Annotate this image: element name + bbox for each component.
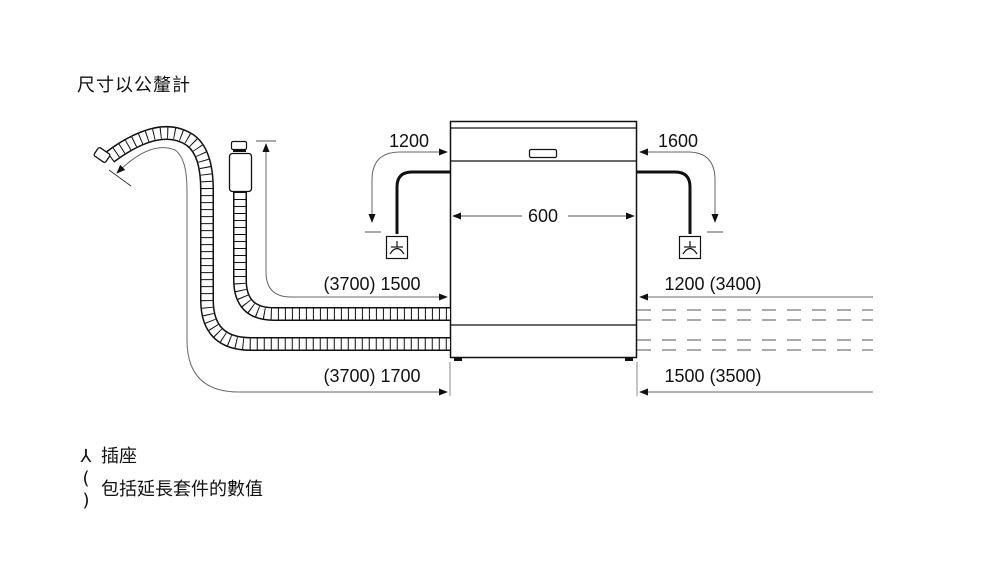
right-lower-hose-label: 1500 (3500) (664, 366, 761, 386)
left-socket-icon (385, 235, 409, 260)
dishwasher-body (449, 120, 638, 361)
left-lower-hose-label: (3700) 1700 (323, 366, 420, 386)
legend-socket-label: 插座 (101, 446, 137, 467)
parentheses-symbol: ( ) (82, 468, 90, 511)
legend-socket: ⅄ 插座 (77, 446, 263, 468)
right-dashed-hoses (637, 309, 873, 351)
left-power-cord: 1200 (365, 131, 450, 234)
control-display (528, 148, 558, 159)
right-cord-label: 1600 (658, 131, 698, 151)
right-power-cord: 1600 (637, 131, 723, 234)
socket-icon: ⅄ (80, 446, 92, 467)
width-dimension: 600 (452, 206, 635, 226)
legend-extension: ( ) 包括延長套件的數值 (77, 468, 263, 512)
tap-connector-icon (228, 140, 253, 193)
right-socket-icon (678, 235, 702, 260)
inlet-hose-dimension: (3700) 1500 (256, 140, 448, 301)
left-cord-label: 1200 (389, 131, 429, 151)
right-hose-dimensions: 1200 (3400) 1500 (3500) (639, 274, 873, 396)
width-label: 600 (528, 206, 558, 226)
legend: ⅄ 插座 ( ) 包括延長套件的數值 (77, 446, 264, 512)
right-upper-hose-label: 1200 (3400) (664, 274, 761, 294)
legend-extension-label: 包括延長套件的數值 (101, 479, 263, 500)
drain-hose-dimension: (3700) 1700 (116, 147, 448, 396)
foot-left (454, 357, 462, 361)
page-title: 尺寸以公釐計 (77, 75, 191, 96)
foot-right (625, 357, 633, 361)
left-upper-hose-label: (3700) 1500 (323, 274, 420, 294)
inlet-hose (233, 192, 450, 321)
